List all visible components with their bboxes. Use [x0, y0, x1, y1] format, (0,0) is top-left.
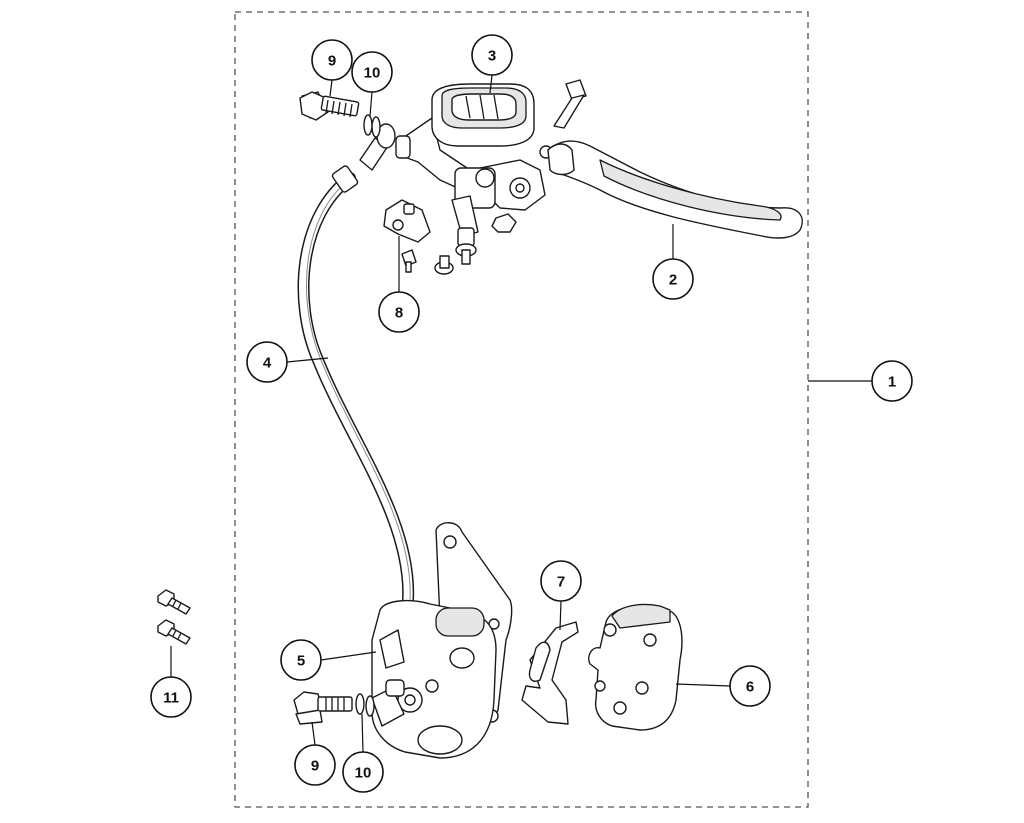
- brake-caliper: [371, 522, 513, 759]
- callout-label: 3: [488, 48, 496, 65]
- pad-spring: [521, 621, 579, 725]
- banjo-bolt-lower: [293, 691, 353, 725]
- assembly-boundary: [234, 11, 809, 808]
- callout-1: 1: [871, 360, 913, 402]
- callout-2: 2: [652, 258, 694, 300]
- callout-label: 9: [328, 53, 336, 70]
- callout-label: 1: [888, 374, 896, 391]
- mounting-screws: [157, 589, 191, 645]
- master-cylinder: [395, 83, 553, 275]
- callout-label: 8: [395, 305, 403, 322]
- callout-11: 11: [150, 676, 192, 718]
- callout-8: 8: [378, 291, 420, 333]
- callout-label: 10: [364, 65, 381, 82]
- callout-10-lower: 10: [342, 751, 384, 793]
- callout-9-lower: 9: [294, 744, 336, 786]
- callout-7: 7: [540, 560, 582, 602]
- washer-upper: [363, 114, 381, 138]
- callout-label: 2: [669, 272, 677, 289]
- callout-10-upper: 10: [351, 51, 393, 93]
- callout-6: 6: [729, 665, 771, 707]
- leader-lines: [170, 74, 872, 753]
- banjo-bolt-upper: [299, 91, 360, 121]
- callout-label: 7: [557, 574, 565, 591]
- callout-9-upper: 9: [311, 39, 353, 81]
- callout-label: 4: [263, 355, 272, 372]
- callout-label: 9: [311, 758, 319, 775]
- washer-lower: [355, 693, 375, 717]
- callout-4: 4: [246, 341, 288, 383]
- callout-label: 10: [355, 765, 372, 782]
- callout-label: 11: [163, 690, 179, 707]
- callout-label: 6: [746, 679, 754, 696]
- callout-label: 5: [297, 653, 305, 670]
- pivot-bolt: [553, 79, 587, 129]
- callout-3: 3: [471, 34, 513, 76]
- handlebar-clamp: [383, 199, 431, 273]
- callout-5: 5: [280, 639, 322, 681]
- brake-lever: [547, 140, 803, 239]
- brake-pads: [588, 603, 683, 731]
